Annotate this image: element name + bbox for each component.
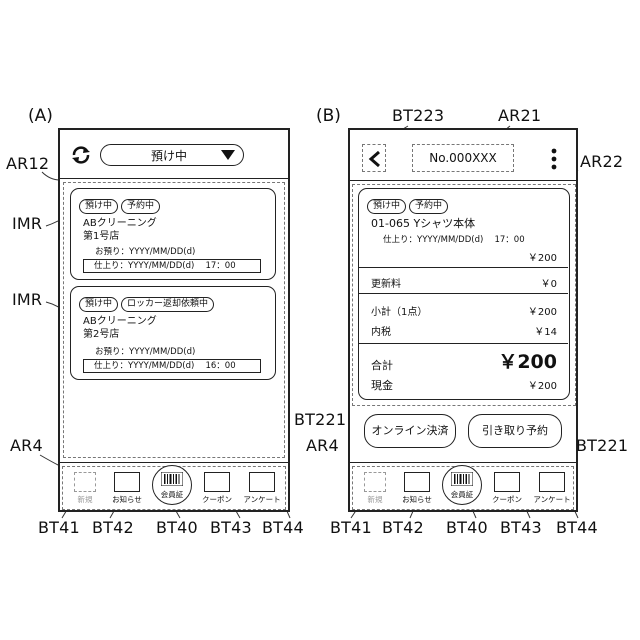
nav-member-card-label: 会員証 [443,489,481,500]
callout-imr-1: IMR [12,214,42,233]
nav-coupon-button[interactable]: クーポン [198,472,236,506]
nav-member-card-button[interactable]: 会員証 [442,465,482,505]
phone-screen-b: No.000XXX 預け中予約中 01-065 Yシャツ本体 仕上り：YYYY/… [348,128,578,512]
pickup-reservation-button[interactable]: 引き取り予約 [468,414,562,448]
subtotal-label: 小計（1点） [371,303,427,318]
nav-new-label: 新規 [358,494,392,505]
renewal-label: 更新料 [371,275,401,290]
status-dropdown-label: 預け中 [151,147,187,164]
nav-coupon-label: クーポン [198,494,236,505]
renewal-value: ￥0 [541,275,557,290]
dropdown-caret-icon [221,150,235,160]
survey-icon [249,472,275,492]
news-icon [114,472,140,492]
online-payment-label: オンライン決済 [365,415,455,447]
survey-icon [539,472,565,492]
more-vertical-icon[interactable] [550,148,558,170]
status-badge: 預け中 [79,199,118,214]
new-icon [74,472,96,492]
status-badge: 予約中 [409,199,448,214]
callout-ar22: AR22 [580,152,623,171]
nav-news-button[interactable]: お知らせ [110,472,144,506]
pickup-reservation-label: 引き取り予約 [469,415,561,447]
new-icon [364,472,386,492]
divider [359,293,568,294]
store-branch: 第1号店 [83,227,119,242]
callout-bt223: BT223 [392,106,444,125]
panel-b-label: (B) [316,106,341,126]
order-number-area: No.000XXX [412,144,514,172]
order-card[interactable]: 預け中予約中 ABクリーニング 第1号店 お預り：YYYY/MM/DD(d) 仕… [70,188,276,280]
cash-value: ￥200 [528,377,557,392]
coupon-icon [494,472,520,492]
callout-bt221-left: BT221 [294,410,346,429]
callout-bt40-b: BT40 [446,518,488,537]
callout-bt43-a: BT43 [210,518,252,537]
callout-bt44-b: BT44 [556,518,598,537]
nav-new-label: 新規 [68,494,102,505]
callout-bt221-right: BT221 [576,436,628,455]
panel-a-label: (A) [28,106,53,126]
store-branch: 第2号店 [83,325,119,340]
header-a: 預け中 [60,130,288,179]
callout-ar21: AR21 [498,106,541,125]
nav-new-button[interactable]: 新規 [358,472,392,506]
callout-imr-2: IMR [12,290,42,309]
online-payment-button[interactable]: オンライン決済 [364,414,456,448]
tax-value: ￥14 [534,323,557,338]
back-button[interactable] [362,144,386,172]
callout-bt40-a: BT40 [156,518,198,537]
divider [359,343,568,344]
status-badge: ロッカー返却依頼中 [121,297,214,312]
news-icon [404,472,430,492]
item-finish-date: 仕上り：YYYY/MM/DD(d) 17：00 [383,233,525,245]
refresh-icon[interactable] [70,144,92,166]
item-name: 01-065 Yシャツ本体 [371,215,475,231]
callout-bt43-b: BT43 [500,518,542,537]
phone-screen-a: 預け中 預け中予約中 ABクリーニング 第1号店 お預り：YYYY/MM/DD(… [58,128,290,512]
nav-new-button[interactable]: 新規 [68,472,102,506]
callout-ar4-b: AR4 [306,436,339,455]
callout-ar12: AR12 [6,154,49,173]
barcode-icon [161,472,183,486]
divider [359,267,568,268]
status-badge: 預け中 [79,297,118,312]
nav-member-card-label: 会員証 [153,489,191,500]
nav-coupon-button[interactable]: クーポン [488,472,526,506]
deposit-date: お預り：YYYY/MM/DD(d) [95,345,195,357]
callout-bt42-b: BT42 [382,518,424,537]
order-number: No.000XXX [413,145,513,171]
nav-survey-button[interactable]: アンケート [240,472,284,506]
nav-news-label: お知らせ [110,494,144,505]
nav-survey-label: アンケート [530,494,574,505]
nav-news-button[interactable]: お知らせ [400,472,434,506]
status-dropdown[interactable]: 預け中 [100,144,244,166]
item-price: ￥200 [528,249,557,264]
nav-survey-button[interactable]: アンケート [530,472,574,506]
barcode-icon [451,472,473,486]
total-value: ￥200 [498,347,557,374]
nav-news-label: お知らせ [400,494,434,505]
nav-survey-label: アンケート [240,494,284,505]
tax-label: 内税 [371,323,391,338]
coupon-icon [204,472,230,492]
order-card[interactable]: 預け中ロッカー返却依頼中 ABクリーニング 第2号店 お預り：YYYY/MM/D… [70,286,276,380]
callout-ar4-a: AR4 [10,436,43,455]
nav-member-card-button[interactable]: 会員証 [152,465,192,505]
callout-bt42-a: BT42 [92,518,134,537]
nav-coupon-label: クーポン [488,494,526,505]
cash-label: 現金 [371,377,393,393]
finish-date: 仕上り：YYYY/MM/DD(d) 16：00 [83,359,261,373]
subtotal-value: ￥200 [528,303,557,318]
status-badge: 予約中 [121,199,160,214]
total-label: 合計 [371,357,393,373]
callout-bt44-a: BT44 [262,518,304,537]
callout-bt41-a: BT41 [38,518,80,537]
chevron-left-icon [368,150,382,168]
deposit-date: お預り：YYYY/MM/DD(d) [95,245,195,257]
finish-date: 仕上り：YYYY/MM/DD(d) 17：00 [83,259,261,273]
status-badge: 預け中 [367,199,406,214]
callout-bt41-b: BT41 [330,518,372,537]
receipt-card: 預け中予約中 01-065 Yシャツ本体 仕上り：YYYY/MM/DD(d) 1… [358,188,570,400]
